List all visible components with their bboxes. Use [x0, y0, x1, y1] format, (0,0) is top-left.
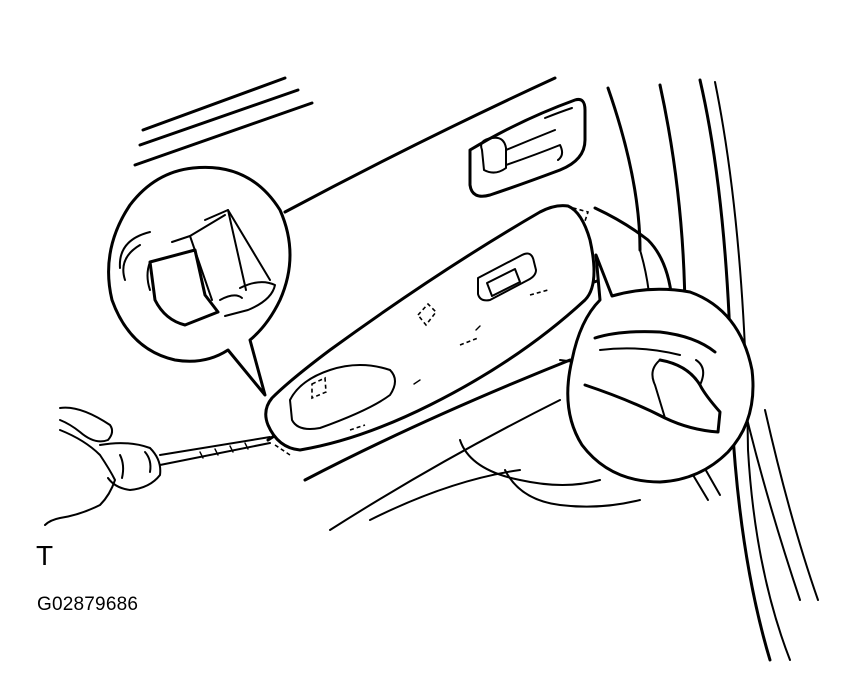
clip-detail-inset-left: [107, 165, 292, 397]
special-tool-symbol: T: [36, 540, 54, 571]
door-belt-lines: [133, 76, 557, 214]
figure-code: G02879686: [37, 594, 139, 615]
clip-detail-inset-right: [566, 253, 755, 484]
switch-base-trim: [264, 204, 596, 456]
inner-door-handle: [468, 98, 587, 198]
hand-with-screwdriver: [44, 406, 271, 526]
